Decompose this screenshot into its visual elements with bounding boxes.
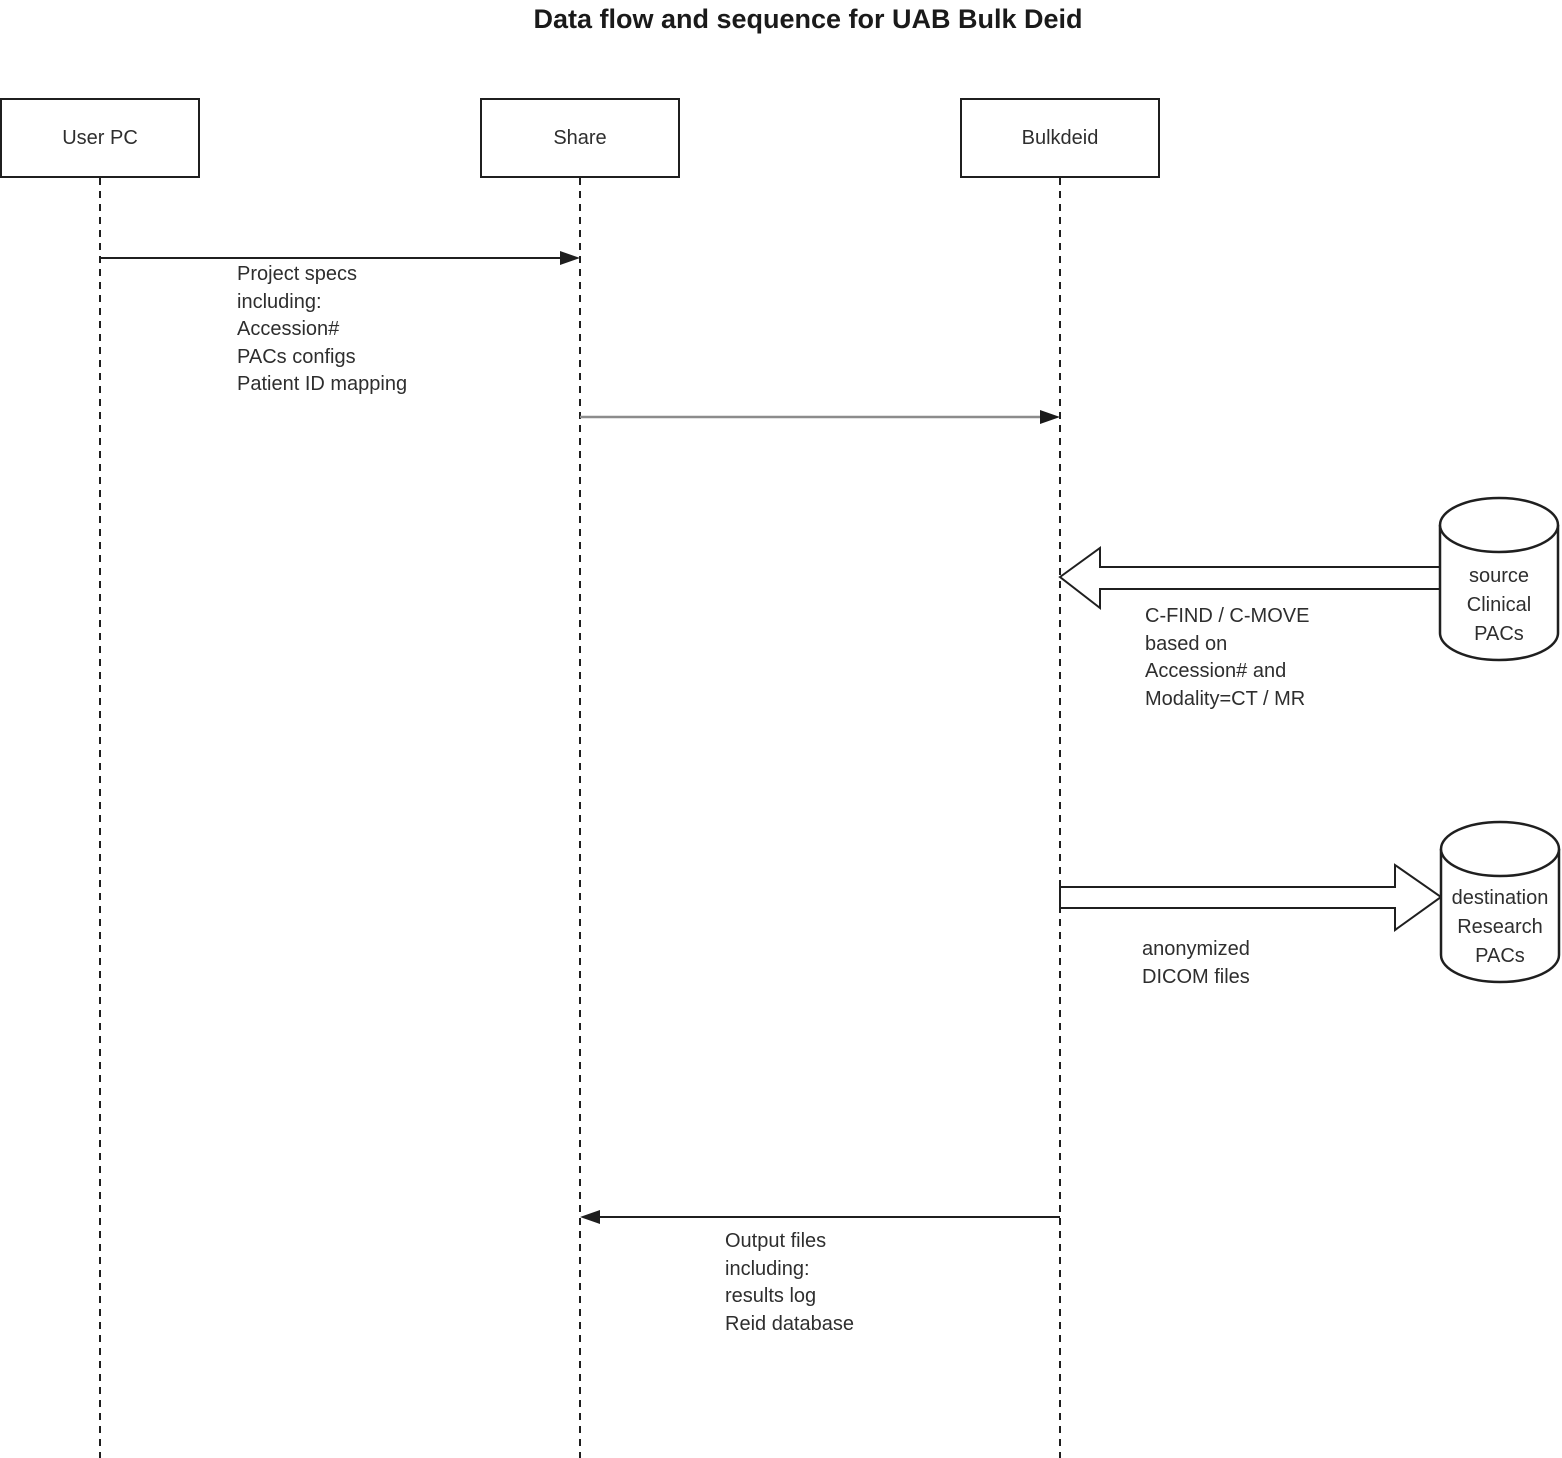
message-label-anonymized-dicom: anonymized DICOM files xyxy=(1142,938,1250,988)
actor-label: User PC xyxy=(62,126,138,149)
datastore-label-destination-pacs: destination Research PACs xyxy=(1451,887,1549,967)
diagram-title: Data flow and sequence for UAB Bulk Deid xyxy=(533,4,1083,34)
cylinder-top xyxy=(1439,820,1561,878)
message-label-output-files: Output files including: results log Reid… xyxy=(725,1230,854,1335)
cylinder-body xyxy=(1438,525,1560,662)
arrowhead-icon xyxy=(580,1210,600,1224)
actor-label: Share xyxy=(553,126,607,149)
block-arrow-source-pacs-to-bulkdeid xyxy=(1058,546,1442,611)
cylinder-top xyxy=(1438,496,1560,554)
block-arrow-bulkdeid-to-destination-pacs xyxy=(1059,863,1443,932)
datastore-label-source-pacs: source Clinical PACs xyxy=(1466,565,1532,645)
actor-box-user-pc: User PC xyxy=(0,98,200,178)
arrowhead-icon xyxy=(1040,410,1060,424)
message-label-cfind-cmove: C-FIND / C-MOVE based on Accession# and … xyxy=(1145,605,1310,710)
cylinder-body xyxy=(1439,849,1561,984)
arrowhead-icon xyxy=(560,251,580,265)
actor-label: Bulkdeid xyxy=(1021,126,1099,149)
actor-box-share: Share xyxy=(480,98,680,178)
database-cylinder-source-pacs xyxy=(1438,496,1560,662)
arrow-share-to-bulkdeid xyxy=(580,410,1060,424)
arrow-bulkdeid-to-share xyxy=(580,1210,1060,1224)
arrow-user-pc-to-share xyxy=(100,251,580,265)
message-label-project-specs: Project specs including: Accession# PACs… xyxy=(237,263,408,395)
actor-box-bulkdeid: Bulkdeid xyxy=(960,98,1160,178)
database-cylinder-destination-pacs xyxy=(1439,820,1561,984)
